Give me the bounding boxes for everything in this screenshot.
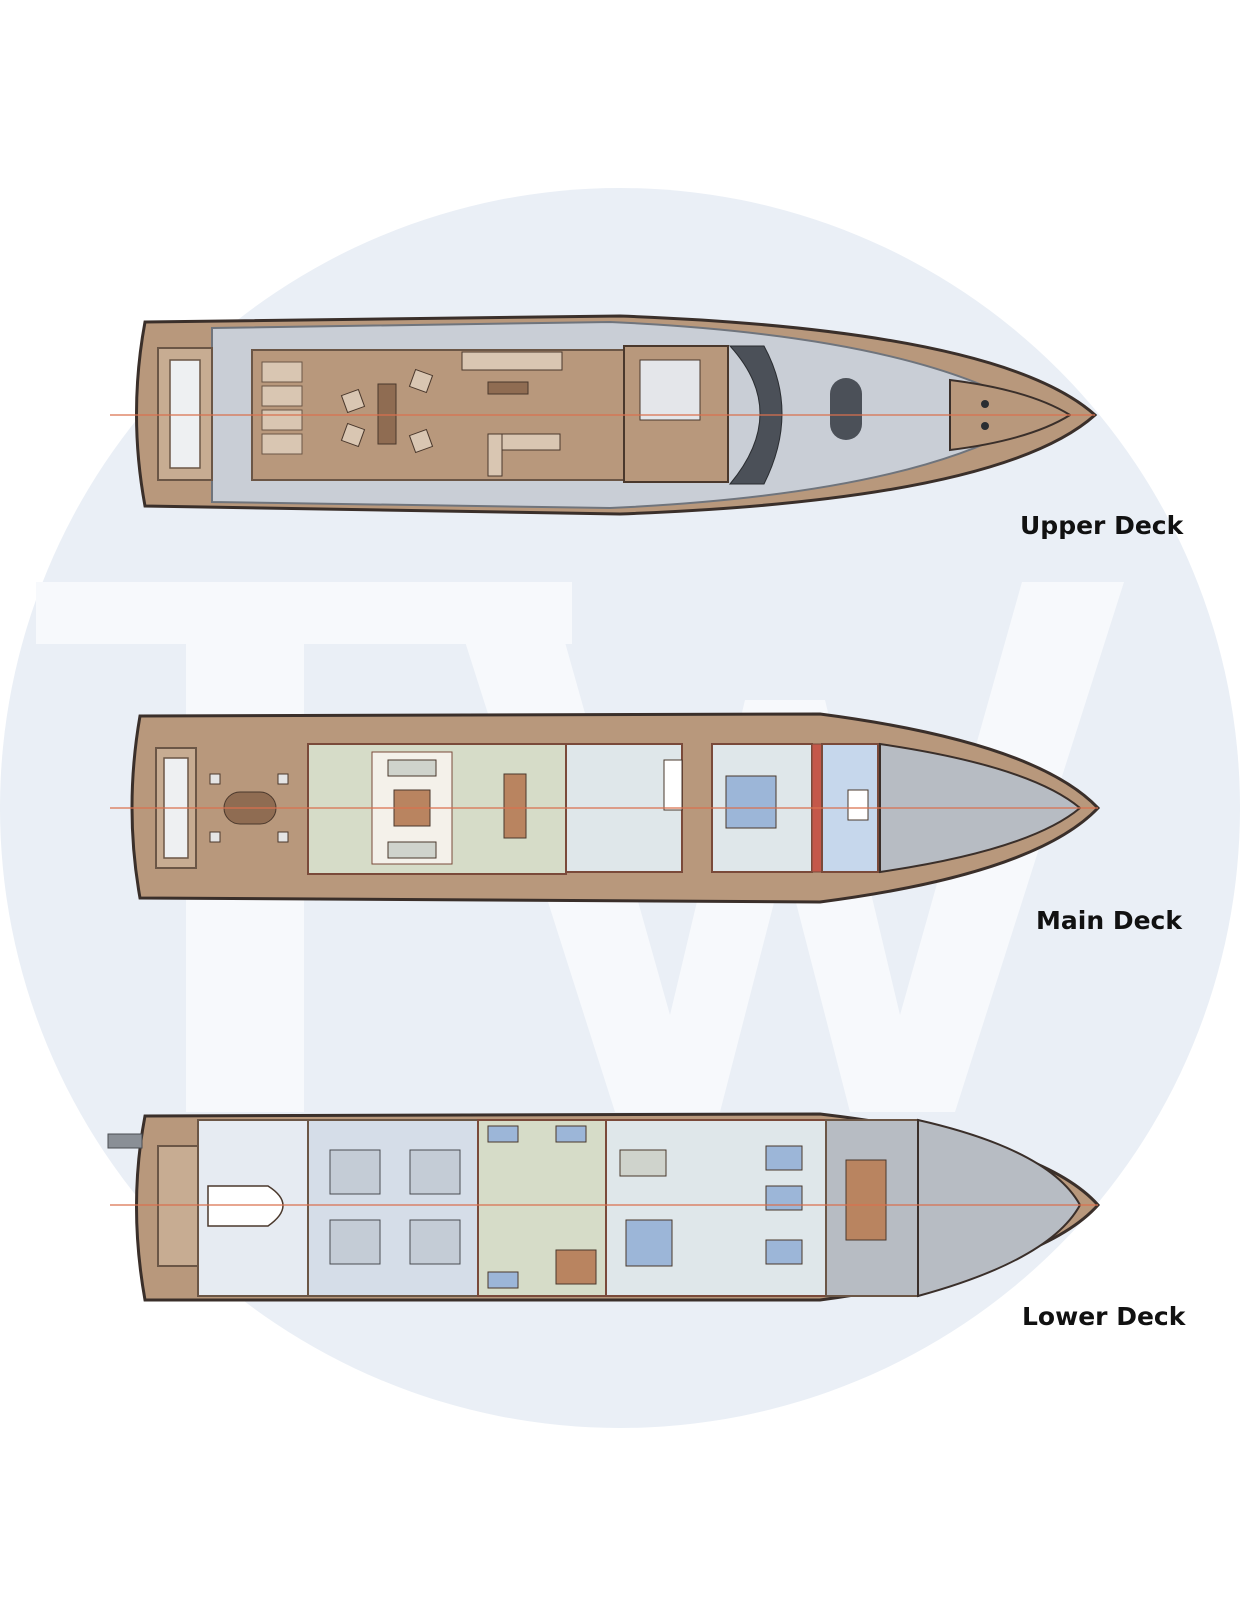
upper-deck-label: Upper Deck	[1020, 511, 1184, 540]
lower-deck-plan	[107, 1112, 1101, 1302]
main-deck-aft-chair	[277, 773, 289, 785]
main-deck-bathtub	[847, 789, 869, 821]
lower-deck-swim-platform	[157, 1145, 199, 1267]
upper-deck-chair	[408, 368, 434, 394]
upper-deck-chair	[408, 428, 434, 454]
lower-deck-engine	[409, 1149, 461, 1195]
main-deck-plan	[110, 712, 1101, 904]
lower-deck-engine	[409, 1219, 461, 1265]
main-deck-staircase	[663, 759, 683, 811]
upper-deck-stern-cutout	[169, 359, 201, 469]
lower-deck-crew-bunk	[555, 1125, 587, 1143]
upper-deck-bow-fitting	[981, 422, 989, 430]
main-deck-aft-chair	[209, 773, 221, 785]
lower-deck-tender	[207, 1185, 284, 1227]
lower-deck-crew-bunk	[487, 1271, 519, 1289]
upper-deck-sofa	[461, 351, 563, 371]
lower-deck-crew-mess	[555, 1249, 597, 1285]
lower-deck-vip-bed	[625, 1219, 673, 1267]
upper-deck-sunbed	[261, 409, 303, 431]
lower-deck-crew-bunk	[487, 1125, 519, 1143]
upper-deck-bow-fitting	[981, 400, 989, 408]
lower-deck-engine-room	[307, 1119, 479, 1297]
upper-deck-coffee-table	[487, 381, 529, 395]
upper-deck-sunbed	[261, 433, 303, 455]
upper-deck-sunbed	[261, 361, 303, 383]
upper-deck-chair	[340, 422, 366, 448]
lower-deck-engine	[329, 1149, 381, 1195]
lower-deck-passerelle	[107, 1133, 143, 1149]
upper-deck-chair	[340, 388, 366, 414]
upper-deck-bar-counter	[487, 433, 503, 477]
lower-deck-guest-bed	[765, 1145, 803, 1171]
lower-deck-engine	[329, 1219, 381, 1265]
upper-deck-windscreen	[728, 345, 783, 485]
main-deck-aft-chair	[277, 831, 289, 843]
main-deck-aft-chair	[209, 831, 221, 843]
main-deck-master-bed	[725, 775, 777, 829]
main-deck-label: Main Deck	[1036, 906, 1182, 935]
upper-deck-skylight	[830, 378, 862, 440]
main-deck-sofa	[387, 841, 437, 859]
upper-deck-plan	[110, 314, 1098, 516]
lower-deck-guest-bed	[765, 1185, 803, 1211]
upper-deck-helm-room	[639, 359, 701, 421]
upper-deck-sunbed	[261, 385, 303, 407]
lower-deck-label: Lower Deck	[1022, 1302, 1186, 1331]
lower-deck-sofa	[619, 1149, 667, 1177]
main-deck-dining-table	[503, 773, 527, 839]
lower-deck-guest-bed	[765, 1239, 803, 1265]
upper-deck-table	[377, 383, 397, 445]
main-deck-sofa	[387, 759, 437, 777]
lower-deck-stair	[845, 1159, 887, 1241]
